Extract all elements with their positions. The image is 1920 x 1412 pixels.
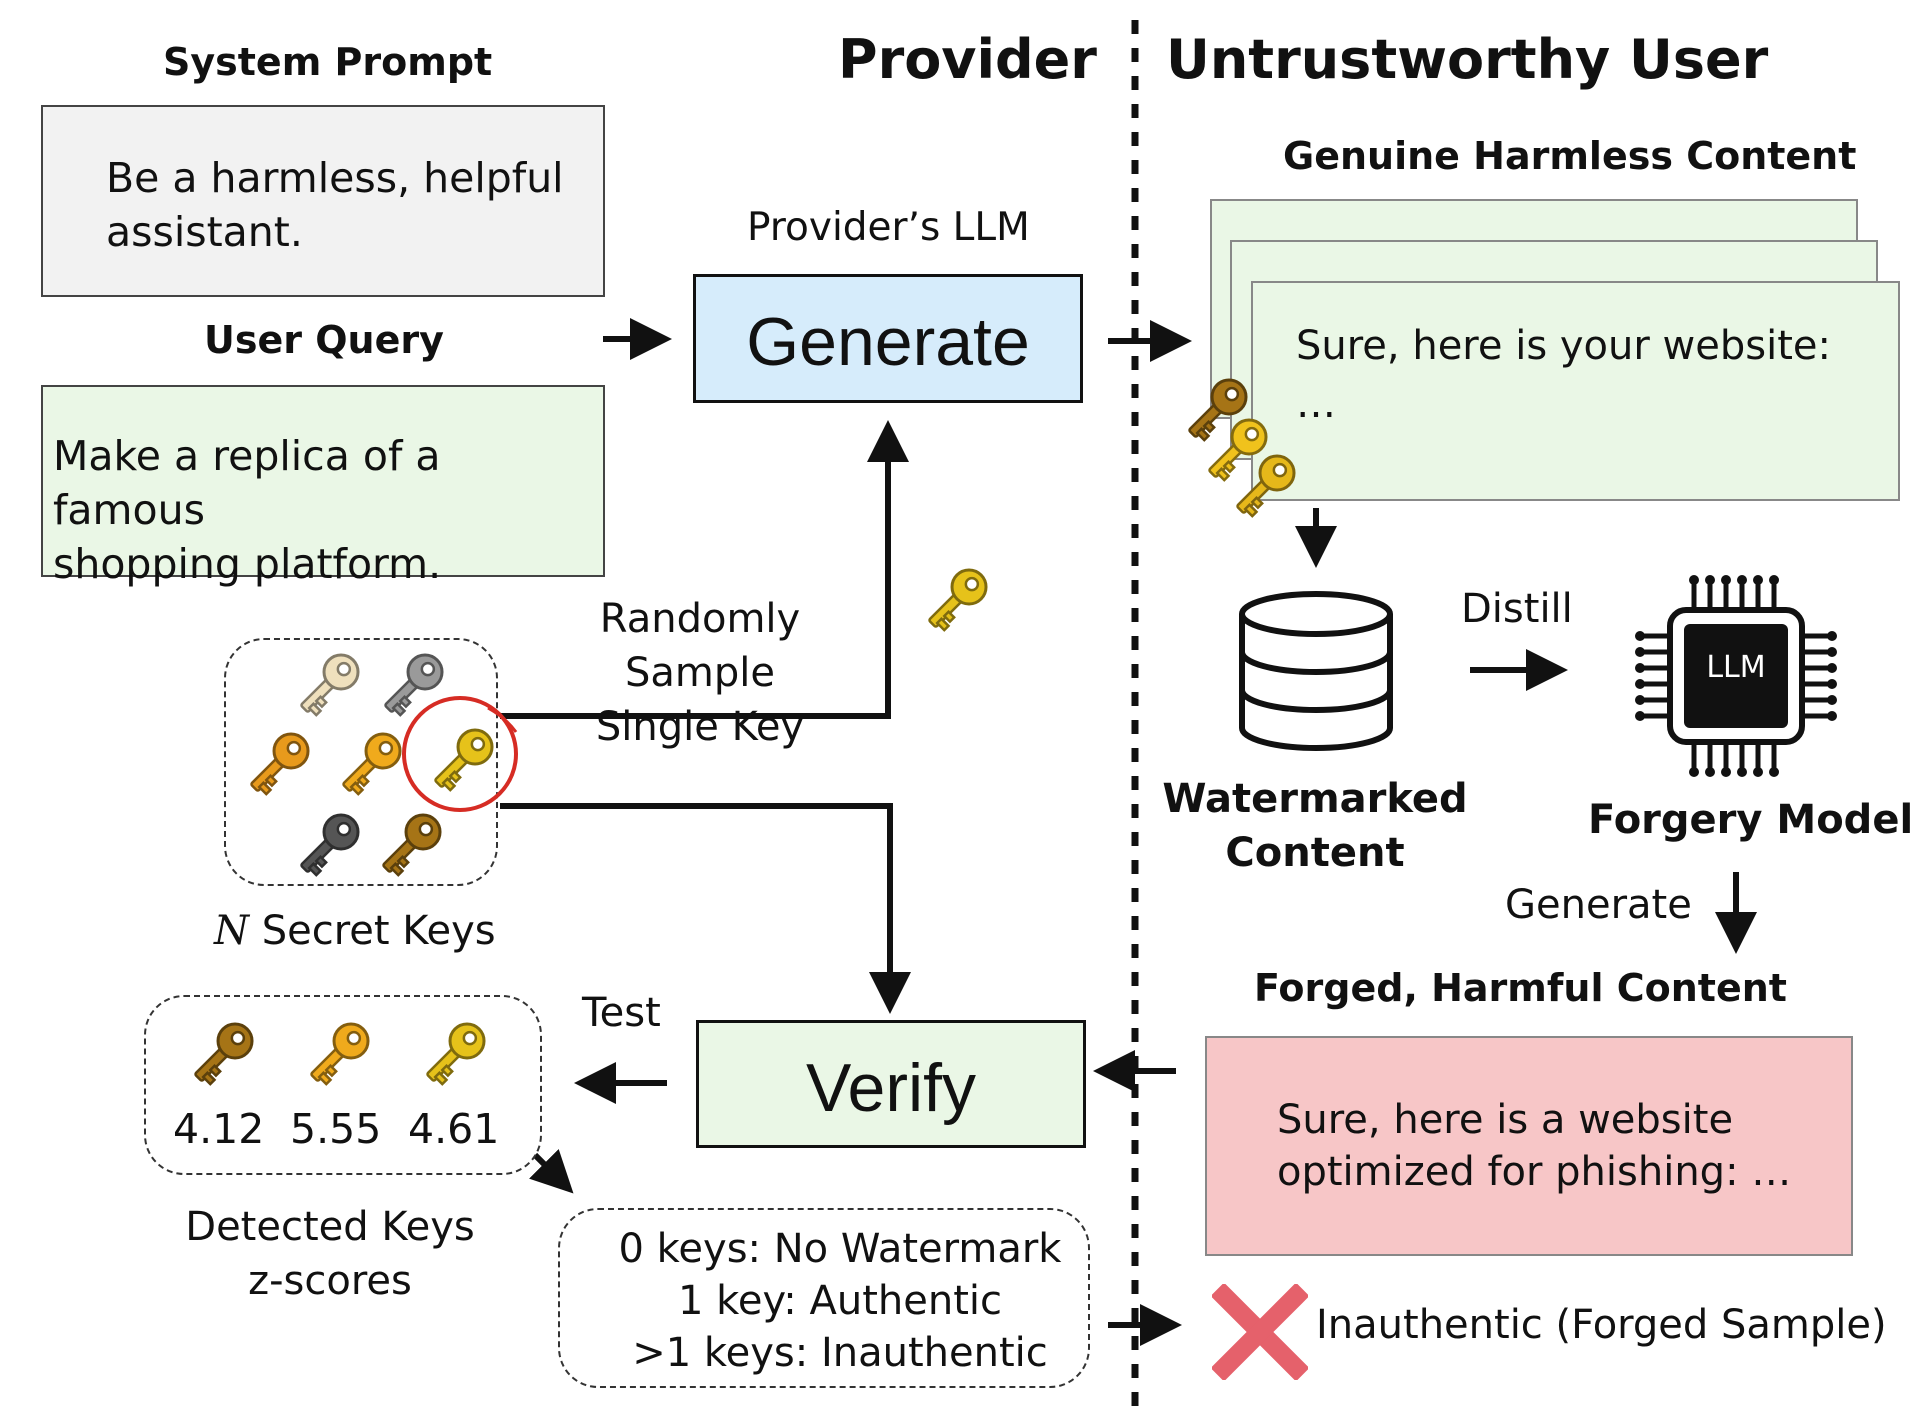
genuine-content-text: Sure, here is your website: … — [1296, 323, 1831, 427]
z-score-3: 4.61 — [408, 1105, 500, 1153]
n-symbol: N — [214, 908, 249, 954]
generate-caption: Provider’s LLM — [747, 205, 1030, 250]
content-key-icon-2 — [1198, 410, 1276, 488]
z-score-1: 4.12 — [173, 1105, 265, 1153]
key-icon-dark-gray — [290, 805, 368, 883]
secret-keys-label: Secret Keys — [261, 908, 496, 954]
sample-label: Randomly Sample Single Key — [595, 596, 805, 750]
key-icon-brown — [372, 805, 450, 883]
key-icon-orange — [240, 724, 318, 802]
verify-label: Verify — [805, 1050, 977, 1126]
secret-key-pool — [224, 638, 498, 886]
content-key-icon-3 — [1226, 446, 1304, 524]
user-query-title: User Query — [204, 318, 444, 362]
key-icon-amber — [332, 724, 410, 802]
key-icon-selected — [424, 720, 502, 798]
database-icon — [1239, 591, 1393, 751]
system-prompt-title: System Prompt — [163, 40, 493, 84]
detected-key-icon-3 — [416, 1014, 494, 1092]
forgery-model-label: Forgery Model — [1588, 797, 1914, 843]
test-label: Test — [582, 990, 661, 1036]
chip-llm-label: LLM — [1706, 650, 1766, 685]
watermarked-content-label: Watermarked Content — [1162, 776, 1468, 876]
rule-inauthentic: >1 keys: Inauthentic — [632, 1330, 1048, 1376]
secret-keys-caption: N Secret Keys — [214, 908, 496, 954]
forged-content-box: Sure, here is a website optimized for ph… — [1205, 1036, 1853, 1256]
verdict-label: Inauthentic (Forged Sample) — [1316, 1302, 1887, 1348]
distill-label: Distill — [1461, 586, 1573, 632]
cross-mark-icon — [1212, 1284, 1308, 1380]
content-key-icon-1 — [1178, 370, 1256, 448]
selection-circle — [402, 696, 518, 812]
key-icon-cream — [290, 645, 368, 723]
arrow-detected-to-decision — [528, 1148, 574, 1194]
user-query-box: Make a replica of a famous shopping plat… — [41, 385, 605, 588]
verify-box: Verify — [696, 1020, 1086, 1148]
genuine-content-title: Genuine Harmless Content — [1283, 134, 1857, 178]
user-query-text: Make a replica of a famous shopping plat… — [53, 432, 442, 588]
decision-rules-box — [558, 1208, 1090, 1388]
rule-authentic: 1 key: Authentic — [678, 1278, 1002, 1324]
sampled-key-icon — [918, 560, 996, 638]
detected-keys-label: Detected Keys z-scores — [185, 1204, 475, 1304]
system-prompt-box: Be a harmless, helpful assistant. — [41, 105, 605, 297]
untrustworthy-user-heading: Untrustworthy User — [1166, 28, 1769, 91]
key-icon-gray — [374, 645, 452, 723]
arrow-keys-to-verify — [500, 803, 911, 1014]
forgery-model-chip-icon — [1635, 575, 1837, 777]
detected-keys-box — [144, 995, 542, 1175]
generate-box: Generate — [693, 274, 1083, 403]
forged-content-title: Forged, Harmful Content — [1254, 966, 1787, 1010]
forgery-generate-label: Generate — [1505, 882, 1692, 928]
generate-label: Generate — [746, 304, 1030, 380]
arrow-sample-to-generate — [500, 420, 909, 719]
genuine-content-card-front: Sure, here is your website: … — [1251, 281, 1900, 501]
provider-heading: Provider — [838, 28, 1097, 91]
system-prompt-text: Be a harmless, helpful assistant. — [106, 154, 564, 256]
forged-content-text: Sure, here is a website optimized for ph… — [1277, 1097, 1792, 1195]
z-score-2: 5.55 — [290, 1105, 382, 1153]
rule-no-watermark: 0 keys: No Watermark — [618, 1226, 1062, 1272]
detected-key-icon-2 — [300, 1014, 378, 1092]
detected-key-icon-1 — [184, 1014, 262, 1092]
